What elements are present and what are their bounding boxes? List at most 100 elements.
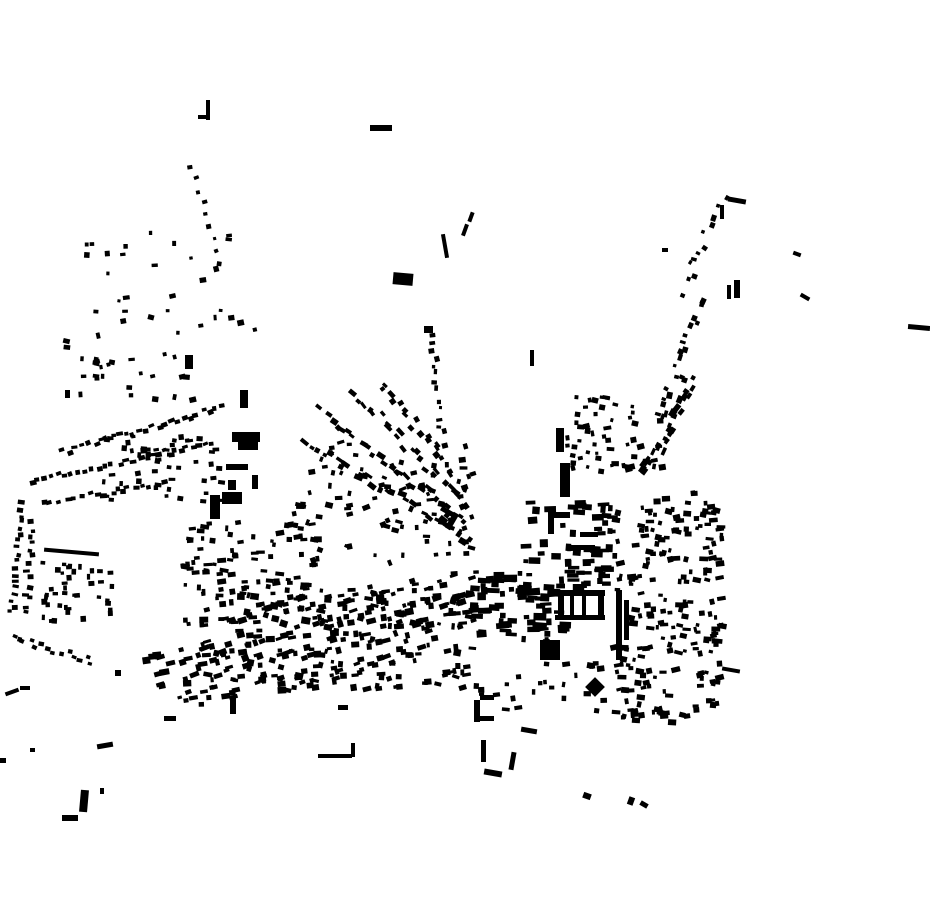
building-footprint bbox=[409, 600, 417, 609]
building-footprint bbox=[628, 582, 634, 586]
building-footprint bbox=[439, 581, 448, 589]
building-footprint bbox=[430, 462, 438, 469]
building-footprint bbox=[609, 643, 618, 651]
building-footprint bbox=[505, 629, 512, 636]
building-footprint bbox=[38, 641, 45, 647]
building-footprint bbox=[709, 701, 717, 709]
building-footprint bbox=[66, 565, 71, 570]
building-footprint bbox=[99, 364, 103, 370]
building-footprint bbox=[352, 452, 359, 458]
building-footprint bbox=[124, 431, 129, 436]
building-footprint bbox=[230, 547, 235, 554]
building-footprint bbox=[236, 631, 246, 639]
building-footprint bbox=[389, 660, 396, 666]
building-footprint bbox=[62, 337, 71, 345]
building-footprint bbox=[585, 464, 590, 470]
building-footprint bbox=[271, 673, 278, 678]
building-footprint bbox=[20, 686, 30, 690]
building-footprint bbox=[133, 485, 140, 490]
building-footprint bbox=[468, 646, 477, 651]
building-footprint bbox=[689, 384, 696, 392]
building-footprint bbox=[587, 397, 592, 403]
building-footprint bbox=[571, 444, 578, 450]
building-footprint bbox=[287, 635, 297, 641]
building-footprint bbox=[203, 671, 213, 678]
building-footprint bbox=[704, 522, 712, 527]
building-footprint bbox=[203, 568, 209, 573]
building-footprint bbox=[631, 420, 639, 427]
building-footprint bbox=[431, 364, 436, 369]
building-footprint bbox=[282, 601, 289, 607]
building-footprint bbox=[453, 648, 462, 657]
building-footprint bbox=[198, 701, 205, 707]
building-footprint bbox=[431, 380, 438, 385]
building-footprint bbox=[276, 651, 286, 658]
building-footprint bbox=[631, 606, 641, 613]
building-footprint bbox=[11, 592, 19, 597]
building-footprint bbox=[461, 223, 469, 237]
building-footprint bbox=[640, 505, 645, 511]
building-footprint bbox=[188, 526, 197, 531]
building-footprint bbox=[515, 674, 522, 680]
building-footprint bbox=[276, 676, 284, 682]
building-footprint bbox=[582, 422, 591, 430]
building-footprint bbox=[616, 687, 622, 692]
building-footprint bbox=[80, 356, 84, 362]
building-footprint bbox=[650, 606, 657, 613]
building-footprint bbox=[433, 444, 440, 452]
building-footprint bbox=[426, 642, 430, 648]
building-footprint bbox=[432, 495, 440, 503]
building-footprint bbox=[67, 470, 73, 477]
building-footprint bbox=[391, 527, 400, 534]
building-footprint bbox=[111, 433, 117, 438]
building-footprint bbox=[25, 560, 32, 566]
building-footprint bbox=[346, 543, 353, 550]
building-footprint bbox=[83, 252, 90, 258]
building-footprint bbox=[228, 480, 236, 490]
building-footprint bbox=[665, 391, 674, 400]
building-footprint bbox=[86, 573, 91, 580]
building-footprint bbox=[517, 570, 523, 576]
building-footprint bbox=[792, 250, 802, 258]
building-footprint bbox=[199, 277, 207, 284]
building-footprint bbox=[508, 586, 515, 592]
building-footprint bbox=[316, 608, 326, 614]
building-footprint bbox=[582, 405, 589, 409]
building-footprint bbox=[369, 636, 376, 642]
building-footprint bbox=[203, 491, 209, 496]
building-footprint bbox=[485, 575, 495, 584]
building-footprint bbox=[393, 433, 401, 440]
building-footprint bbox=[291, 510, 297, 517]
building-footprint bbox=[249, 592, 260, 601]
building-footprint bbox=[671, 527, 678, 534]
building-footprint bbox=[644, 525, 649, 532]
building-footprint bbox=[412, 657, 417, 664]
building-footprint bbox=[108, 359, 116, 366]
building-footprint bbox=[602, 567, 613, 572]
building-footprint bbox=[243, 585, 250, 590]
building-footprint bbox=[183, 655, 193, 662]
building-footprint bbox=[205, 223, 212, 230]
building-footprint bbox=[456, 601, 463, 606]
building-footprint bbox=[555, 615, 605, 620]
building-footprint bbox=[690, 641, 698, 646]
building-footprint bbox=[692, 576, 702, 584]
building-footprint bbox=[396, 587, 405, 592]
building-footprint bbox=[430, 488, 437, 494]
building-footprint bbox=[523, 614, 530, 620]
building-footprint bbox=[438, 455, 445, 461]
building-footprint bbox=[211, 405, 217, 412]
building-footprint bbox=[433, 368, 438, 375]
building-footprint bbox=[637, 590, 645, 596]
building-footprint bbox=[402, 496, 410, 503]
building-footprint bbox=[358, 667, 365, 673]
building-footprint bbox=[636, 646, 643, 651]
building-footprint bbox=[592, 442, 597, 447]
building-footprint bbox=[525, 500, 536, 505]
building-footprint bbox=[598, 590, 604, 620]
building-footprint bbox=[198, 323, 204, 328]
building-footprint bbox=[643, 602, 651, 609]
building-footprint bbox=[415, 502, 422, 507]
building-footprint bbox=[567, 504, 579, 510]
building-footprint bbox=[711, 626, 721, 632]
